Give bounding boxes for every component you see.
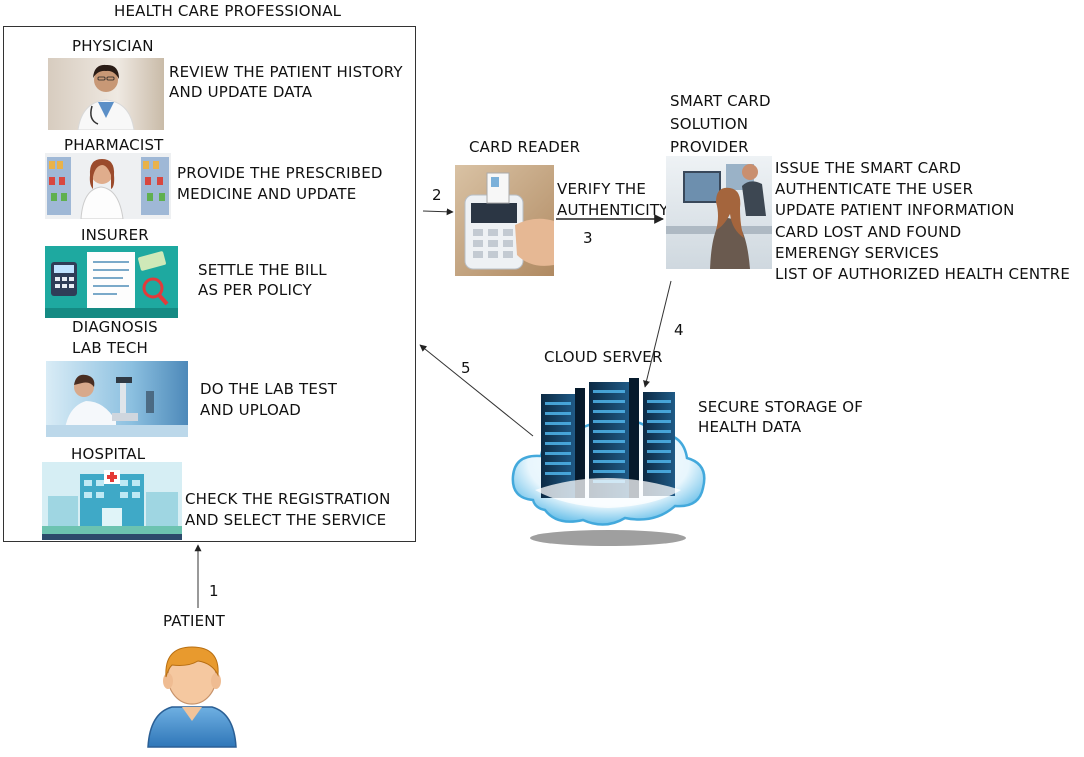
physician-task-line-2: AND UPDATE DATA	[169, 83, 313, 101]
step-1-label: 1	[209, 582, 219, 600]
insurer-task-line-2: AS PER POLICY	[198, 281, 312, 299]
provider-photo	[666, 156, 772, 269]
step-4-label: 4	[674, 321, 684, 339]
physician-label: PHYSICIAN	[72, 37, 154, 55]
cloud-server-illustration	[505, 378, 710, 550]
lab-tech-label-line-2: LAB TECH	[72, 339, 149, 357]
insurer-illustration	[45, 246, 178, 318]
card-reader-title: CARD READER	[469, 138, 581, 156]
insurer-task-line-1: SETTLE THE BILL	[198, 261, 327, 279]
card-reader-task-line-1: VERIFY THE	[557, 180, 647, 198]
insurer-label: INSURER	[81, 226, 149, 244]
lab-tech-task-line-2: AND UPLOAD	[200, 401, 302, 419]
hospital-task-line-1: CHECK THE REGISTRATION	[185, 490, 391, 508]
step-2-label: 2	[432, 186, 442, 204]
lab-tech-task-line-1: DO THE LAB TEST	[200, 380, 338, 398]
provider-service-2: AUTHENTICATE THE USER	[775, 180, 974, 198]
hcp-box	[3, 26, 416, 542]
provider-title-line-2: SOLUTION	[670, 115, 749, 133]
patient-title: PATIENT	[163, 612, 226, 630]
provider-service-5: EMERENGY SERVICES	[775, 244, 939, 262]
pharmacist-task-line-2: MEDICINE AND UPDATE	[177, 185, 357, 203]
step-5-label: 5	[461, 359, 471, 377]
hcp-title: HEALTH CARE PROFESSIONAL	[114, 2, 342, 20]
pharmacist-photo	[45, 153, 171, 219]
arrow-5	[419, 344, 534, 437]
physician-photo	[48, 58, 164, 130]
pharmacist-task-line-1: PROVIDE THE PRESCRIBED	[177, 164, 383, 182]
physician-task-line-1: REVIEW THE PATIENT HISTORY	[169, 63, 403, 81]
provider-service-6: LIST OF AUTHORIZED HEALTH CENTRE	[775, 265, 1070, 283]
arrow-4	[643, 280, 672, 388]
cloud-server-title: CLOUD SERVER	[544, 348, 663, 366]
hospital-illustration	[42, 462, 182, 540]
card-reader-task-line-2: AUTHENTICITY	[557, 201, 669, 219]
step-3-label: 3	[583, 229, 593, 247]
provider-title-line-3: PROVIDER	[670, 138, 749, 156]
hospital-label: HOSPITAL	[71, 445, 146, 463]
cloud-task-line-1: SECURE STORAGE OF	[698, 398, 864, 416]
lab-tech-photo	[46, 361, 188, 437]
provider-service-3: UPDATE PATIENT INFORMATION	[775, 201, 1015, 219]
cloud-task-line-2: HEALTH DATA	[698, 418, 802, 436]
card-reader-photo	[455, 165, 554, 276]
provider-service-4: CARD LOST AND FOUND	[775, 223, 962, 241]
hospital-task-line-2: AND SELECT THE SERVICE	[185, 511, 387, 529]
provider-title-line-1: SMART CARD	[670, 92, 771, 110]
arrow-2	[422, 208, 454, 216]
lab-tech-label-line-1: DIAGNOSIS	[72, 318, 158, 336]
pharmacist-label: PHARMACIST	[64, 136, 164, 154]
patient-avatar-icon	[142, 637, 242, 749]
provider-service-1: ISSUE THE SMART CARD	[775, 159, 962, 177]
